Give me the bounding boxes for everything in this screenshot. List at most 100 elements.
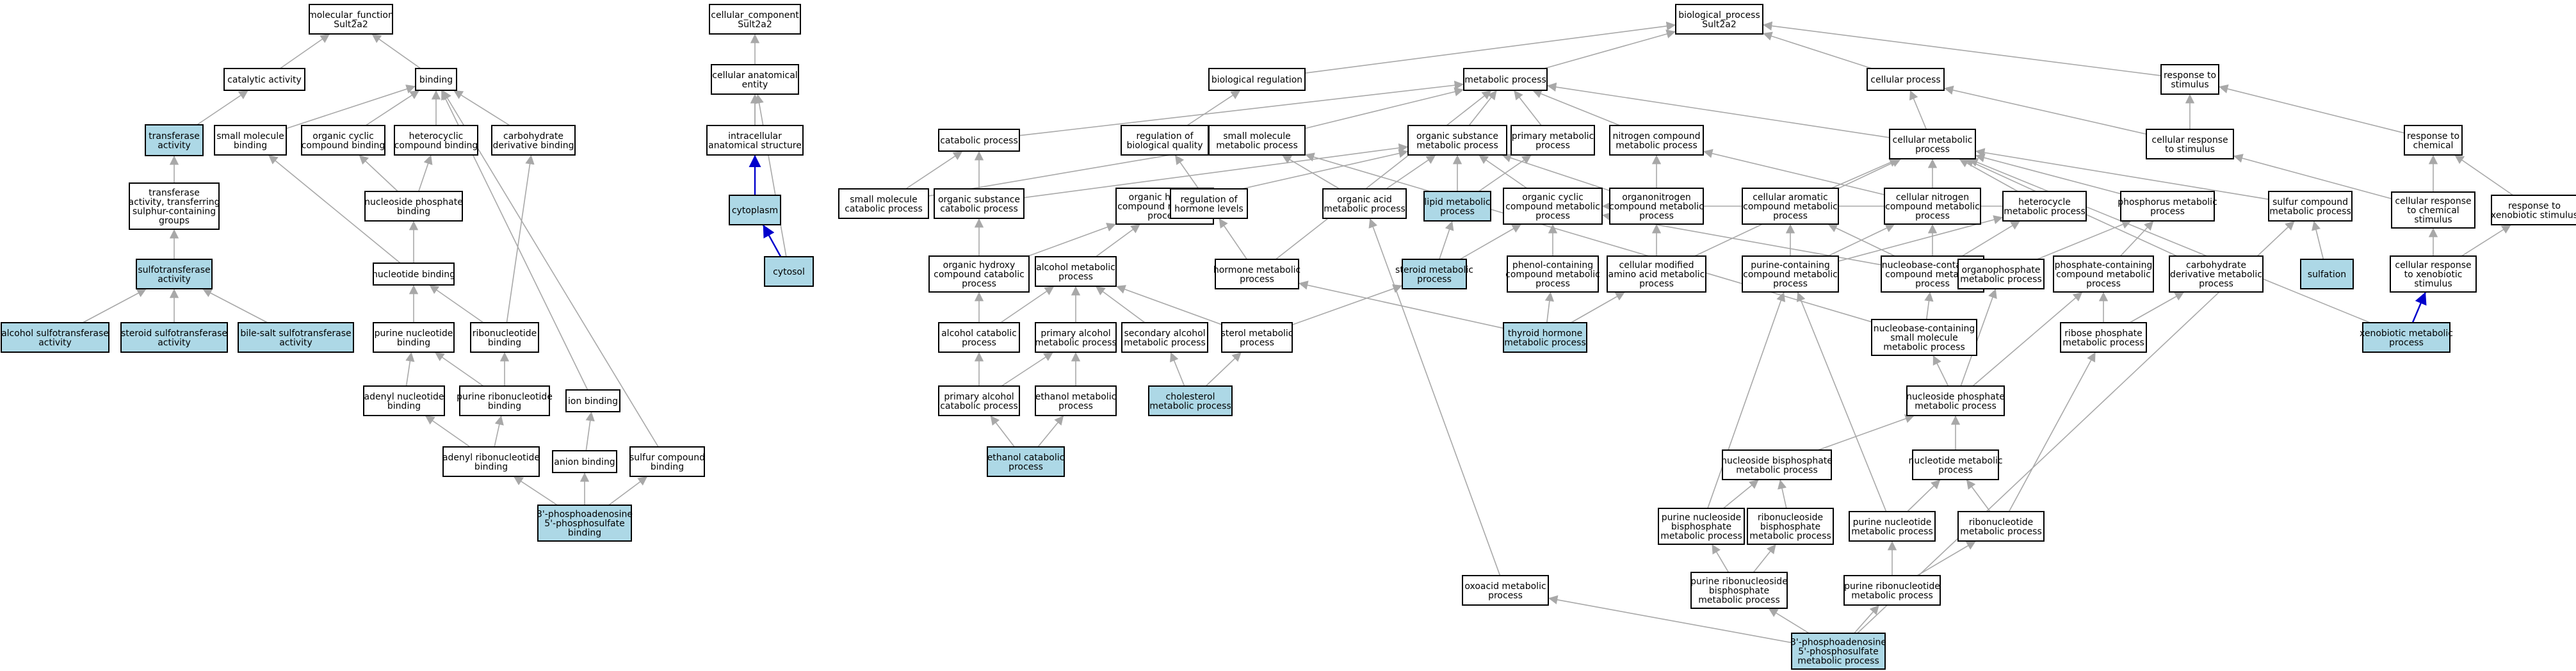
node-anion-bind[interactable]: anion binding	[552, 450, 617, 473]
node-label-line: xenobiotic stimulus	[2491, 210, 2576, 220]
node-box	[1035, 256, 1117, 287]
node-binding[interactable]: binding	[415, 68, 457, 91]
edge-org_hydroxy_met-to-org_sub_met	[1213, 149, 1409, 196]
node-pur-ribonuc-bisphos[interactable]: purine ribonucleosidebisphosphatemetabol…	[1690, 572, 1788, 609]
node-cat-act[interactable]: catalytic activity	[223, 68, 305, 91]
node-label-line: process	[1915, 211, 1950, 222]
node-label-line: 3'-phosphoadenosine	[1790, 638, 1886, 648]
node-cell-proc[interactable]: cellular process	[1867, 68, 1945, 91]
node-label-line: metabolic process	[1504, 337, 1586, 348]
node-cytoplasm[interactable]: cytoplasm	[729, 195, 781, 225]
node-cytosol[interactable]: cytosol	[764, 256, 814, 287]
node-paps-bind[interactable]: 3'-phosphoadenosine5'-phosphosulfatebind…	[537, 505, 633, 542]
node-met-proc[interactable]: metabolic process	[1463, 68, 1548, 91]
node-ion-bind[interactable]: ion binding	[565, 389, 620, 412]
node-sulfation[interactable]: sulfation	[2300, 259, 2354, 289]
node-paps-met[interactable]: 3'-phosphoadenosine5'-phosphosulfatemeta…	[1790, 633, 1886, 670]
node-bio-reg[interactable]: biological regulation	[1208, 68, 1306, 91]
node-label-line: metabolic process	[2062, 337, 2144, 348]
node-box	[2491, 195, 2576, 225]
node-catab-proc[interactable]: catabolic process	[938, 129, 1020, 152]
node-nuc-bind[interactable]: nucleotide binding	[372, 263, 455, 286]
